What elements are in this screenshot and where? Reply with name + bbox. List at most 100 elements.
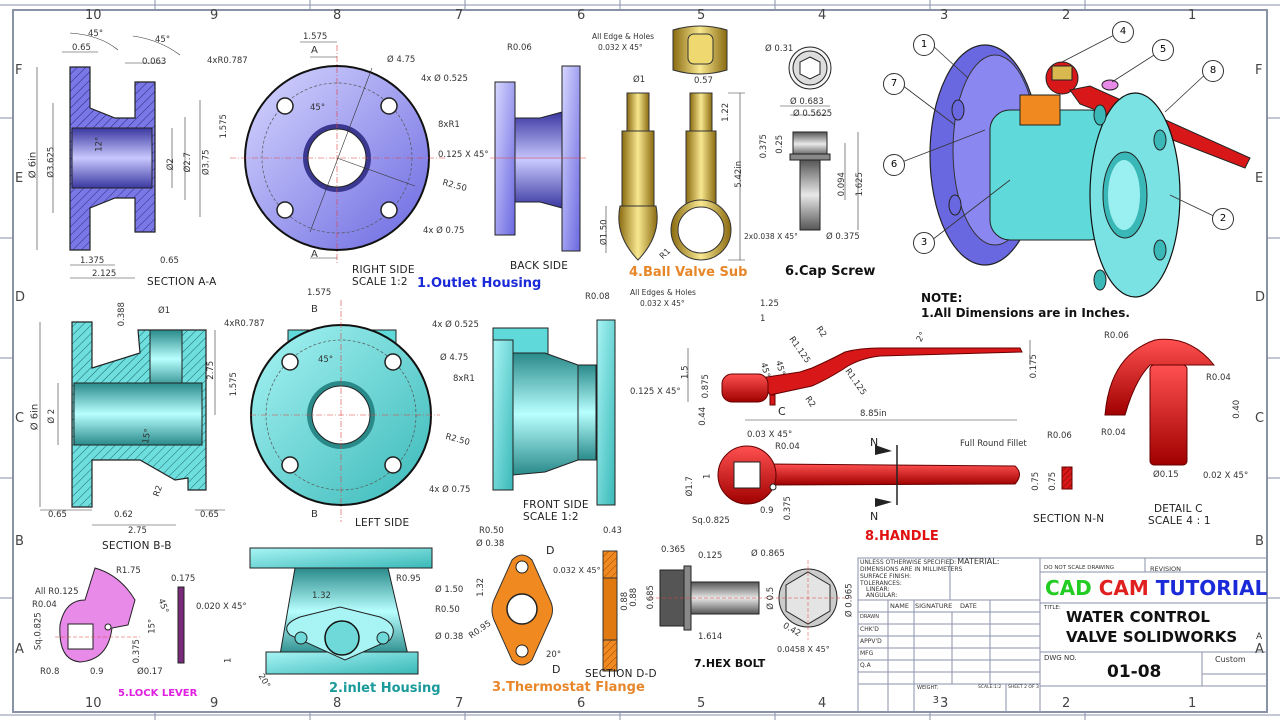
balloon-7: 7	[883, 73, 905, 95]
zone-col-5-bottom: 5	[697, 696, 706, 711]
detail-c-marker: C	[778, 405, 786, 418]
lock-lever-title: 5.LOCK LEVER	[118, 688, 198, 699]
tb-rev-letter: A	[1256, 632, 1263, 642]
front-side-scale: SCALE 1:2	[523, 511, 579, 523]
zone-row-b-right: B	[1255, 534, 1264, 549]
tb-surface: SURFACE FINISH:	[860, 573, 911, 580]
tb-dwg-no-label: DWG NO.	[1044, 654, 1077, 662]
zone-row-e-right: E	[1255, 171, 1264, 186]
inlet-housing-bottom-drawing	[249, 547, 433, 675]
dim: Ø 0.38	[476, 539, 505, 549]
balloon-4: 4	[1112, 21, 1134, 43]
title-block-grid	[857, 557, 1268, 713]
dim: 0.40	[1232, 399, 1243, 419]
cap-screw-drawing	[780, 46, 859, 231]
dim: 0.125	[698, 551, 723, 561]
section-marker: N	[870, 436, 879, 449]
dim: R0.04	[32, 600, 57, 610]
dim: All Edges & Holes	[630, 288, 696, 297]
dim: R0.8	[40, 667, 60, 677]
dim: R0.06	[1047, 431, 1072, 441]
dim: R0.95	[396, 574, 421, 584]
section-marker: D	[552, 663, 561, 676]
tb-weight-value: 3	[932, 695, 939, 706]
section-nn-label: SECTION N-N	[1033, 513, 1105, 525]
dim: 0.02 X 45°	[1203, 471, 1249, 481]
dim: 0.43	[603, 526, 622, 536]
dim: 0.125 X 45°	[438, 150, 489, 160]
dim: Ø 0.965	[844, 583, 855, 618]
zone-col-9: 9	[210, 8, 219, 23]
zone-row-a-right: A	[1255, 642, 1264, 657]
handle-side-drawing	[687, 340, 1031, 421]
zone-row-d: D	[15, 290, 26, 305]
dim: 8.85in	[860, 409, 887, 419]
dim: Ø 4.75	[440, 353, 469, 363]
zone-row-c: C	[15, 411, 25, 426]
section-bb-drawing	[39, 321, 225, 526]
drawing-title-line2: VALVE SOLIDWORKS	[1066, 628, 1238, 646]
dim: 1.625	[854, 172, 865, 197]
balloon-2: 2	[1212, 208, 1234, 230]
detail-c-scale: SCALE 4 : 1	[1148, 515, 1211, 527]
dim: 0.125 X 45°	[630, 387, 681, 397]
dim: 0.175	[171, 574, 196, 584]
dim: 0.03 X 45°	[747, 430, 793, 440]
dim: All R0.125	[35, 587, 79, 597]
dim: R0.50	[435, 605, 460, 615]
dim: Ø0.17	[137, 667, 163, 677]
dim: 2.125	[92, 269, 117, 279]
dim: 0.063	[142, 57, 167, 67]
left-side-label: LEFT SIDE	[355, 517, 410, 529]
dim: Ø1.50	[599, 219, 610, 246]
dim: 15°	[147, 618, 158, 634]
dim: 45°	[88, 29, 104, 39]
dim: 0.032 X 45°	[553, 566, 601, 575]
dim: 4x Ø 0.525	[432, 320, 479, 330]
section-marker: B	[311, 304, 318, 315]
dim: 0.75	[1048, 471, 1059, 491]
dim: 0.032 X 45°	[598, 43, 643, 52]
dim: R0.50	[479, 526, 504, 536]
dim: Ø 2	[47, 408, 58, 424]
dim: 1.32	[476, 577, 487, 597]
dim: All Edge & Holes	[592, 32, 655, 41]
zone-col-7-bottom: 7	[455, 696, 464, 711]
tb-dims-in: DIMENSIONS ARE IN MILLIMETERS	[860, 566, 963, 573]
drawing-title-line1: WATER CONTROL	[1066, 608, 1210, 626]
dim: 20°	[546, 650, 562, 660]
dim: 0.62	[114, 510, 133, 520]
dim: 0.9	[90, 667, 104, 677]
hex-bolt-drawing	[650, 560, 850, 640]
right-side-drawing	[230, 41, 445, 265]
zone-col-4-bottom: 4	[818, 696, 827, 711]
balloon-3: 3	[913, 232, 935, 254]
dim: 0.88	[619, 591, 630, 611]
zone-col-3-bottom: 3	[940, 696, 949, 711]
tb-revision: REVISION	[1150, 565, 1182, 573]
zone-col-10: 10	[85, 8, 102, 23]
dim: Ø3.625	[46, 146, 57, 178]
back-side-label: BACK SIDE	[510, 260, 569, 272]
cad-cam-tutorial-logo: CAD CAM TUTORIAL	[1045, 578, 1267, 598]
dim: 2.75	[128, 526, 147, 536]
dim: Sq.0.825	[692, 516, 730, 526]
dim: 1	[760, 314, 766, 324]
dim: 1.575	[303, 32, 328, 42]
cap-screw-title: 6.Cap Screw	[785, 264, 876, 279]
dim: 0.57	[694, 76, 713, 86]
dim: Ø 6in	[29, 403, 41, 431]
section-dd-label: SECTION D-D	[585, 668, 657, 680]
dim: Sq.0.825	[33, 612, 44, 651]
dim: 8xR1	[438, 120, 460, 130]
zone-row-d-right: D	[1255, 290, 1266, 305]
dim: 0.44	[698, 406, 709, 426]
dim: Ø 6in	[27, 151, 39, 179]
balloon-8: 8	[1202, 60, 1224, 82]
zone-col-8-bottom: 8	[333, 696, 342, 711]
section-marker: A	[311, 249, 318, 260]
dim: 0.094	[836, 172, 847, 197]
handle-top-drawing	[717, 445, 1020, 507]
dim: 1	[702, 473, 713, 479]
